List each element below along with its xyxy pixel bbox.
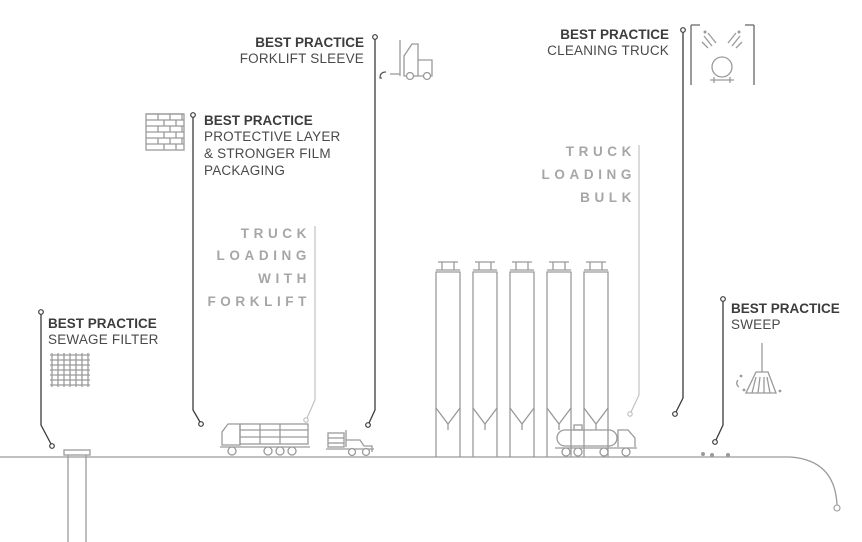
label-subtitle: SWEEP: [731, 317, 781, 332]
tanker-truck-icon: [555, 424, 637, 457]
brick-wall-icon: [145, 113, 185, 151]
label-title: BEST PRACTICE: [731, 301, 840, 316]
label-subtitle: SEWAGE FILTER: [48, 332, 159, 347]
label-title: BEST PRACTICE: [560, 27, 669, 42]
silo-icon: [472, 261, 498, 457]
flatbed-truck-icon: [220, 423, 310, 456]
silo-icon: [583, 261, 609, 457]
silo-icon: [509, 261, 535, 457]
stage-line-3: BULK: [580, 190, 636, 205]
debris-dots: [701, 452, 730, 457]
stage-truck-loading-bulk: TRUCK LOADING BULK: [542, 144, 640, 417]
label-line-1: PROTECTIVE LAYER: [204, 129, 341, 144]
silo-group: [435, 261, 609, 457]
broom-icon: [736, 343, 782, 394]
cleaning-truck-icon: [690, 24, 755, 85]
silo-icon: [435, 261, 461, 457]
grid-filter-icon: [50, 353, 90, 387]
label-title: BEST PRACTICE: [204, 113, 313, 128]
stage-line-2: LOADING: [542, 167, 636, 182]
stage-line-1: TRUCK: [566, 144, 636, 159]
label-title: BEST PRACTICE: [48, 316, 157, 331]
label-subtitle: FORKLIFT SLEEVE: [240, 51, 364, 66]
stage-truck-loading-forklift: TRUCK LOADING WITH FORKLIFT: [207, 226, 316, 423]
stage-line-4: FORKLIFT: [207, 294, 311, 309]
best-practice-cleaning-truck: BEST PRACTICE CLEANING TRUCK: [547, 27, 686, 417]
label-line-2: & STRONGER FILM: [204, 146, 331, 161]
stage-line-1: TRUCK: [241, 226, 311, 241]
pallet-stack-icon: [326, 430, 374, 457]
stage-line-2: LOADING: [217, 248, 311, 263]
label-line-3: PACKAGING: [204, 163, 285, 178]
stage-line-3: WITH: [258, 271, 311, 286]
sewage-drain: [63, 449, 91, 542]
best-practice-sewage-filter: BEST PRACTICE SEWAGE FILTER: [38, 309, 159, 449]
label-title: BEST PRACTICE: [255, 35, 364, 50]
best-practice-forklift-sleeve: BEST PRACTICE FORKLIFT SLEEVE: [240, 34, 378, 428]
forklift-icon: [379, 40, 433, 81]
best-practice-sweep: BEST PRACTICE SWEEP: [712, 296, 840, 445]
silo-icon: [546, 261, 572, 457]
label-subtitle: CLEANING TRUCK: [547, 43, 669, 58]
ground-line: [0, 456, 841, 512]
best-practice-protective-layer: BEST PRACTICE PROTECTIVE LAYER & STRONGE…: [190, 112, 341, 427]
